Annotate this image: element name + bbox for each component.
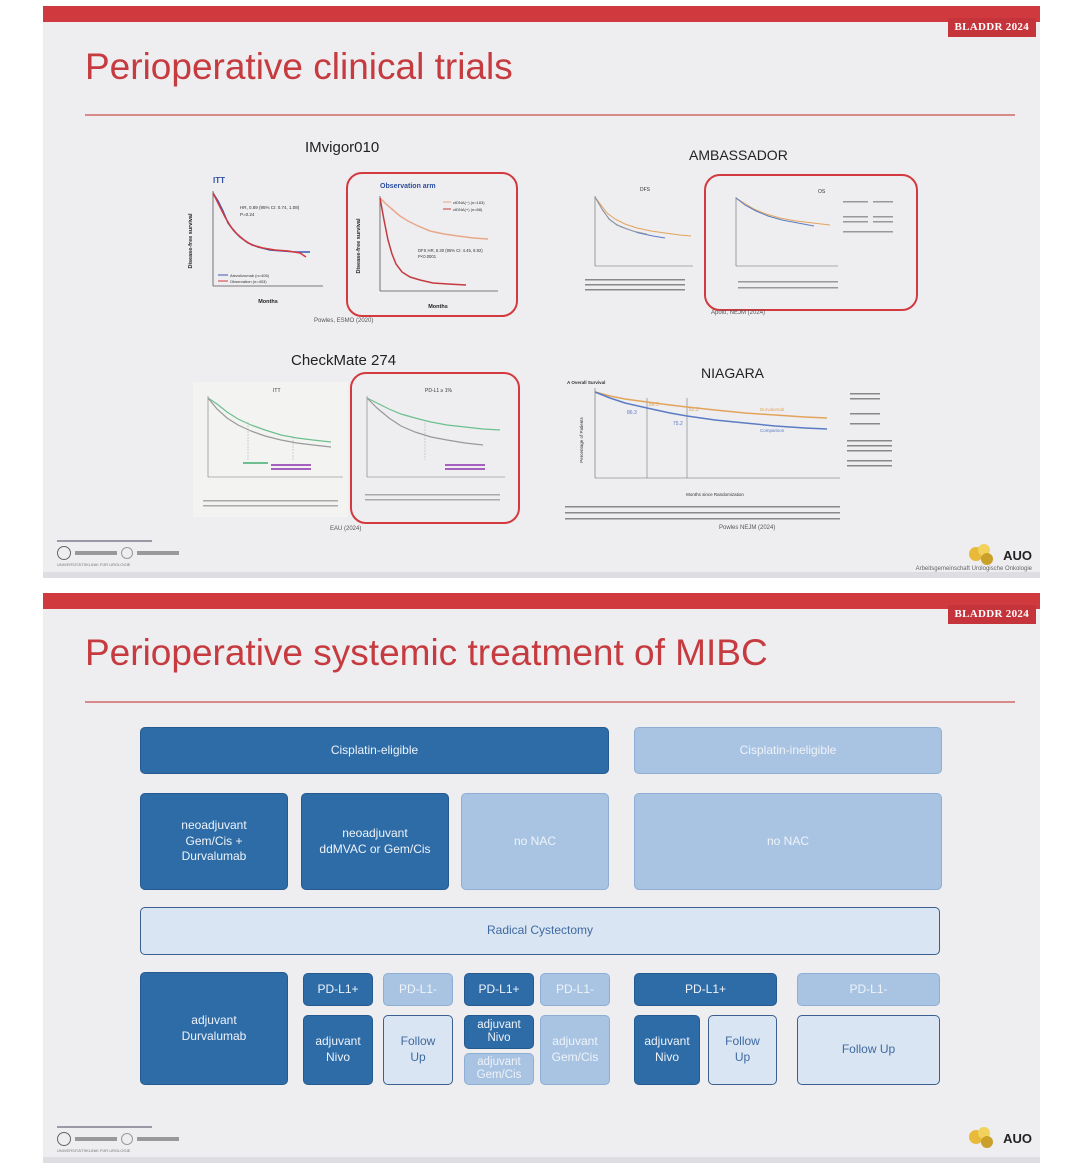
- ambassador-dfs-plot: DFS: [585, 187, 693, 291]
- neoadjuvant-gemcis-durvalumab-box: neoadjuvant Gem/Cis + Durvalumab: [140, 793, 288, 890]
- pdl1-positive-box-2: PD-L1+: [464, 973, 534, 1006]
- imvigor-itt-p: P=0.24: [240, 212, 255, 217]
- clinic-seal-icon: [121, 547, 133, 559]
- ambassador-os-plot: OS: [735, 189, 893, 289]
- checkmate-pdl1-title: PD-L1 ≥ 1%: [425, 388, 452, 394]
- niagara-panel-label: A Overall Survival: [567, 380, 605, 385]
- university-logo: UNIVERSITÄTSKLINIK FÜR UROLOGIE: [57, 1126, 179, 1153]
- imvigor-obs-xlabel: Months: [428, 304, 448, 310]
- university-seal-icon: [57, 1132, 71, 1146]
- footer-university-text: UNIVERSITÄTSKLINIK FÜR UROLOGIE: [57, 562, 131, 567]
- follow-up-box-2: Follow Up: [708, 1015, 777, 1085]
- slide-perioperative-trials: BLADDR 2024 Perioperative clinical trial…: [43, 6, 1040, 578]
- ambassador-highlight-box: [704, 174, 918, 311]
- ambassador-reference: Apolo, NEJM (2024): [711, 310, 766, 316]
- adjuvant-nivo-box-1: adjuvant Nivo: [303, 1015, 373, 1085]
- conference-tag: BLADDR 2024: [947, 18, 1036, 37]
- pdl1-negative-box-1: PD-L1-: [383, 973, 453, 1006]
- imvigor-obs-ylabel: Disease-free survival: [356, 218, 362, 274]
- niagara-reference: Powles NEJM (2024): [719, 525, 776, 531]
- no-nac-ineligible-box: no NAC: [634, 793, 942, 890]
- neoadjuvant-ddmvac-box: neoadjuvant ddMVAC or Gem/Cis: [301, 793, 449, 890]
- checkmate-pdl1-plot: PD-L1 ≥ 1%: [365, 388, 505, 501]
- slide-title: Perioperative clinical trials: [85, 46, 513, 87]
- imvigor-obs-legend-1: ctDNA(−) (n=183): [453, 200, 485, 205]
- title-divider: [85, 701, 1015, 703]
- slide-bottom-strip: [43, 572, 1040, 578]
- auo-dots-icon: [968, 1127, 999, 1149]
- imvigor-itt-ylabel: Disease-free survival: [188, 213, 194, 269]
- imvigor-obs-title: Observation arm: [380, 183, 436, 190]
- niagara-value-2: 89.5: [649, 402, 659, 408]
- adjuvant-nivo-box-2: adjuvant Nivo: [464, 1015, 534, 1049]
- imvigor-itt-xlabel: Months: [258, 299, 278, 305]
- niagara-value-3: 82.2: [689, 407, 699, 413]
- auo-dots-icon: [968, 544, 999, 566]
- cisplatin-ineligible-header: Cisplatin-ineligible: [634, 727, 942, 774]
- footer-university-text: UNIVERSITÄTSKLINIK FÜR UROLOGIE: [57, 1148, 131, 1153]
- clinic-seal-icon: [121, 1133, 133, 1145]
- imvigor-obs-legend-2: ctDNA(+) (n=88): [453, 207, 483, 212]
- pdl1-positive-box-1: PD-L1+: [303, 973, 373, 1006]
- imvigor-reference: Powles, ESMO (2020): [314, 318, 374, 324]
- pdl1-negative-box-3: PD-L1-: [797, 973, 940, 1006]
- adjuvant-nivo-box-3: adjuvant Nivo: [634, 1015, 700, 1085]
- ambassador-dfs-title: DFS: [640, 187, 651, 193]
- slide-title: Perioperative systemic treatment of MIBC: [85, 632, 768, 673]
- imvigor-obs-p: P<0.0001: [418, 254, 437, 259]
- auo-logo: AUO: [968, 1127, 1032, 1149]
- follow-up-box-1: Follow Up: [383, 1015, 453, 1085]
- niagara-value-1: 86.3: [627, 410, 637, 416]
- no-nac-eligible-box: no NAC: [461, 793, 609, 890]
- title-divider: [85, 114, 1015, 116]
- auo-logo: AUO Arbeitsgemeinschaft Urologische Onko…: [916, 544, 1032, 572]
- niagara-ylabel: Percentage of Patients: [579, 416, 584, 462]
- cisplatin-eligible-header: Cisplatin-eligible: [140, 727, 609, 774]
- niagara-value-4: 75.2: [673, 421, 683, 427]
- adjuvant-gemcis-box-pdl1pos: adjuvant Gem/Cis: [464, 1053, 534, 1085]
- checkmate-reference: EAU (2024): [330, 526, 362, 532]
- trial-label-niagara: NIAGARA: [701, 365, 765, 381]
- imvigor-observation-plot: Observation arm ctDNA(−) (n=183) ctDNA(+…: [356, 183, 498, 310]
- niagara-xlabel: Months since Randomization: [686, 492, 744, 497]
- checkmate-itt-plot: ITT: [193, 382, 348, 517]
- trial-label-imvigor010: IMvigor010: [305, 139, 380, 156]
- follow-up-box-3: Follow Up: [797, 1015, 940, 1085]
- niagara-series-durvalumab: Durvalumab: [760, 407, 785, 412]
- imvigor-itt-hr: HR, 0.89 (95% CI: 0.74, 1.08): [240, 205, 300, 210]
- checkmate-highlight-box: [350, 372, 520, 524]
- imvigor-itt-legend-1: Atezolizumab (n=406): [230, 273, 270, 278]
- ambassador-os-title: OS: [818, 189, 826, 195]
- conference-tag: BLADDR 2024: [947, 605, 1036, 624]
- imvigor-highlight-box: [346, 172, 518, 317]
- radical-cystectomy-bar: Radical Cystectomy: [140, 907, 940, 955]
- pdl1-positive-box-3: PD-L1+: [634, 973, 777, 1006]
- adjuvant-gemcis-box-pdl1neg: adjuvant Gem/Cis: [540, 1015, 610, 1085]
- slide-top-bar: [43, 593, 1040, 609]
- niagara-series-comparison: Comparison: [760, 428, 785, 433]
- slide-top-bar: [43, 6, 1040, 22]
- university-seal-icon: [57, 546, 71, 560]
- imvigor-obs-hr: DFS HR, 6.30 (95% CI: 4.45, 8.92): [418, 248, 483, 253]
- slide-perioperative-treatment-mibc: BLADDR 2024 Perioperative systemic treat…: [43, 593, 1040, 1163]
- pdl1-negative-box-2: PD-L1-: [540, 973, 610, 1006]
- imvigor-itt-plot: ITT HR, 0.89 (95% CI: 0.74, 1.08) P=0.24…: [188, 176, 323, 305]
- university-logo: UNIVERSITÄTSKLINIK FÜR UROLOGIE: [57, 540, 179, 567]
- imvigor-itt-title: ITT: [213, 176, 225, 185]
- imvigor-itt-legend-2: Observation (n=403): [230, 279, 267, 284]
- slide-bottom-strip: [43, 1157, 1040, 1163]
- trial-label-checkmate274: CheckMate 274: [291, 352, 397, 369]
- niagara-os-plot: A Overall Survival Percentage of Patient…: [565, 380, 892, 520]
- trial-label-ambassador: AMBASSADOR: [689, 147, 788, 163]
- checkmate-itt-title: ITT: [273, 388, 281, 394]
- adjuvant-durvalumab-box: adjuvant Durvalumab: [140, 972, 288, 1085]
